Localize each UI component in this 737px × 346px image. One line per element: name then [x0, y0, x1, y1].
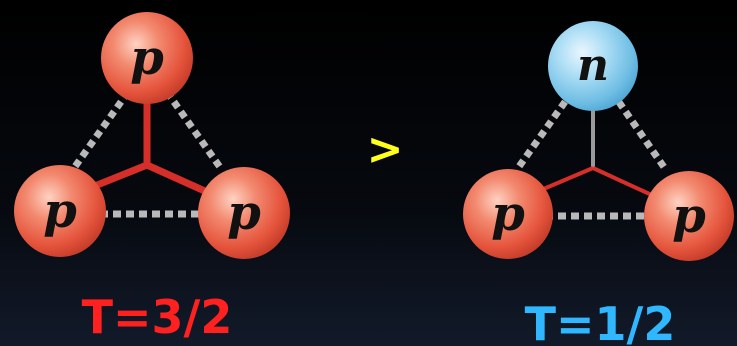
proton-node-right: p	[198, 167, 290, 259]
caption-isospin-3-2: T=3/2	[82, 290, 233, 344]
node-label: p	[227, 185, 261, 241]
node-label: p	[130, 30, 164, 86]
node-label: p	[672, 188, 706, 244]
diagram-npp: n p p	[463, 21, 734, 261]
proton-node-top: p	[101, 12, 193, 104]
diagram-ppp: p p p	[14, 12, 290, 259]
node-label: p	[43, 183, 77, 239]
node-label: n	[577, 40, 609, 91]
dashed-bond-top-left	[515, 89, 575, 171]
caption-isospin-1-2: T=1/2	[525, 297, 676, 346]
neutron-node-top: n	[548, 21, 638, 111]
proton-node-left: p	[463, 169, 553, 259]
node-label: p	[491, 186, 525, 242]
proton-node-left: p	[14, 165, 106, 257]
proton-node-right: p	[644, 171, 734, 261]
dashed-bond-top-right	[609, 90, 669, 172]
dashed-bond-top-left	[71, 89, 131, 171]
dashed-bond-top-right	[164, 89, 225, 173]
comparison-symbol: >	[367, 124, 404, 175]
